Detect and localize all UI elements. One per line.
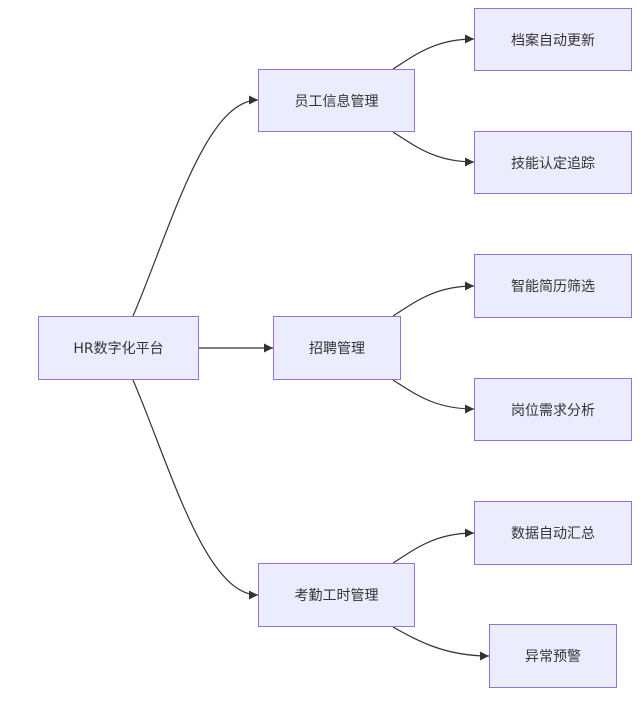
edge-branch-2-to-child-0	[392, 528, 475, 564]
edge-branch-1-to-child-0	[392, 281, 475, 317]
leaf-node-skill-tracking: 技能认定追踪	[474, 131, 632, 194]
leaf-node-archive-update: 档案自动更新	[474, 8, 632, 71]
leaf-node-label: 智能简历筛选	[511, 279, 595, 295]
leaf-node-label: 数据自动汇总	[511, 526, 595, 542]
branch-node-employee-info: 员工信息管理	[258, 69, 415, 132]
leaf-node-label: 异常预警	[525, 649, 581, 665]
edge-root-to-branch-2	[132, 379, 259, 600]
branch-node-label: 招聘管理	[309, 341, 365, 357]
leaf-node-anomaly-alert: 异常预警	[489, 624, 617, 688]
root-node: HR数字化平台	[38, 316, 199, 380]
leaf-node-data-summary: 数据自动汇总	[474, 501, 632, 565]
branch-node-label: 考勤工时管理	[294, 588, 379, 604]
branch-node-recruitment: 招聘管理	[273, 316, 401, 380]
leaf-node-label: 技能认定追踪	[511, 155, 595, 172]
leaf-node-label: 岗位需求分析	[511, 402, 595, 419]
edge-branch-2-to-child-1	[392, 626, 490, 661]
edge-branch-1-to-child-1	[392, 379, 475, 414]
edge-branch-0-to-child-1	[392, 131, 475, 167]
leaf-node-demand-analysis: 岗位需求分析	[474, 378, 632, 441]
edge-branch-0-to-child-0	[392, 34, 475, 70]
leaf-node-label: 档案自动更新	[511, 32, 595, 49]
root-node-label: HR数字化平台	[73, 341, 164, 357]
edge-root-to-branch-0	[132, 95, 259, 317]
leaf-node-resume-screening: 智能简历筛选	[474, 254, 632, 318]
branch-node-label: 员工信息管理	[294, 93, 379, 110]
branch-node-attendance: 考勤工时管理	[258, 563, 415, 627]
